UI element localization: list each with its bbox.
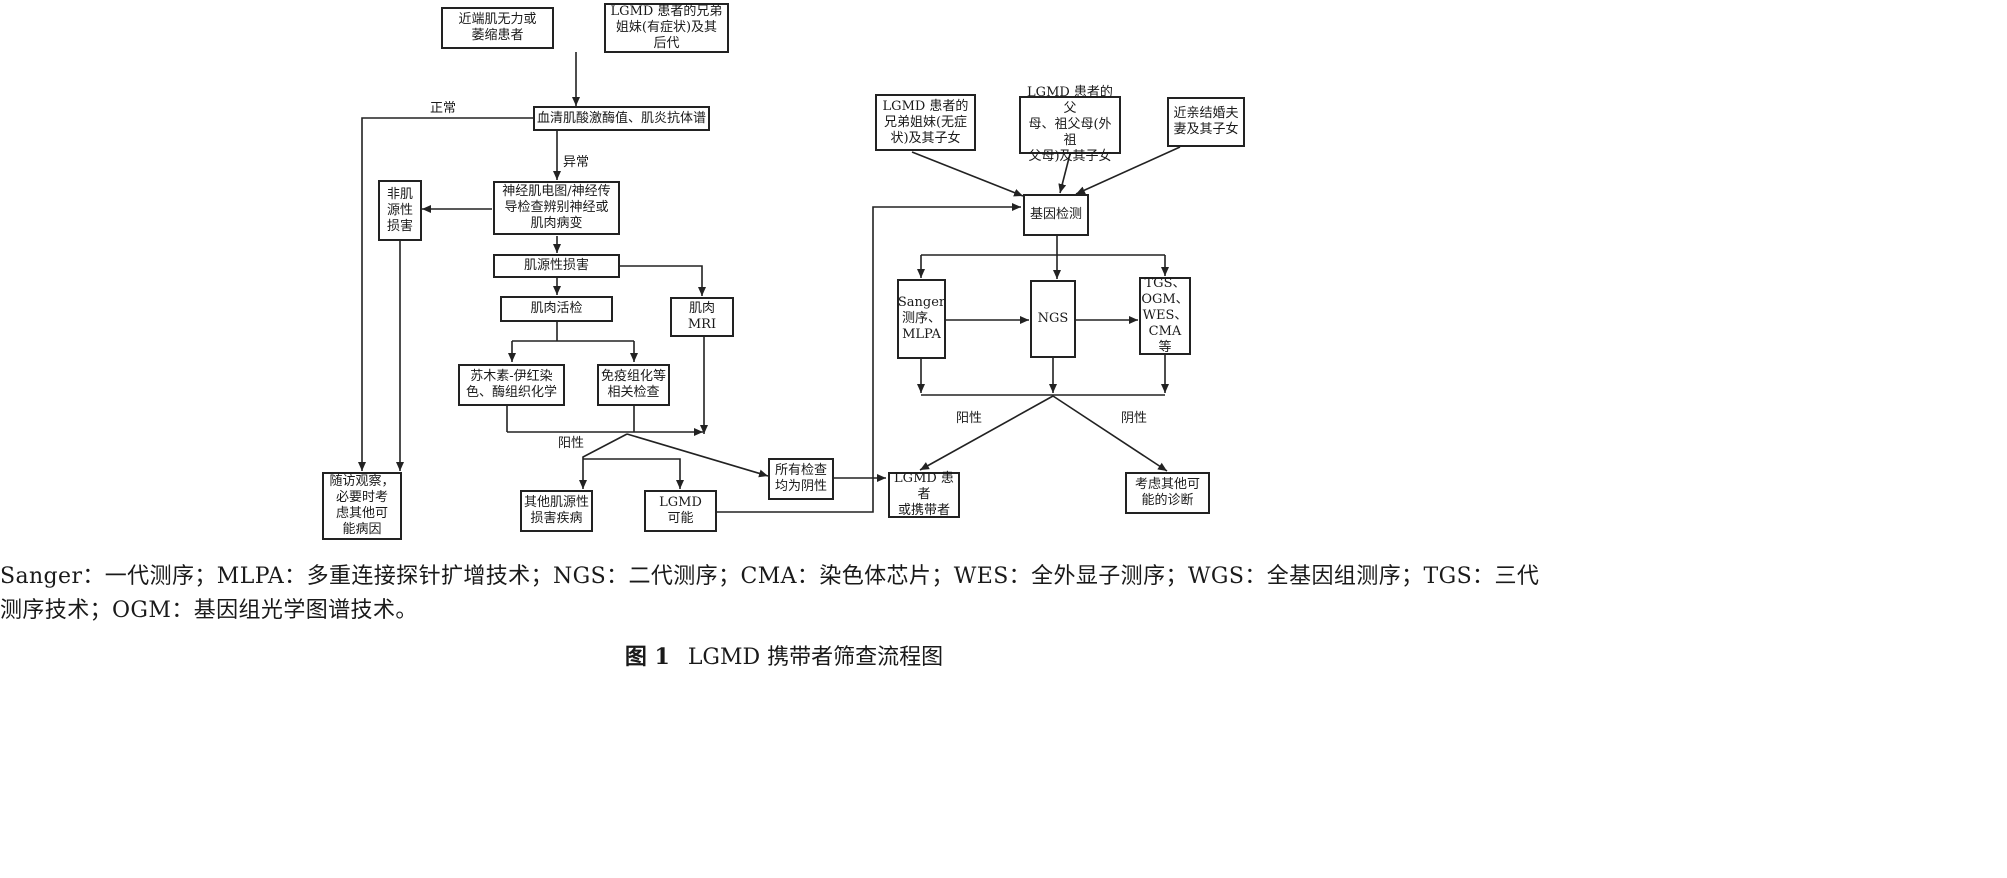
node-consanguineous: 近亲结婚夫 妻及其子女 (1167, 97, 1245, 147)
node-he-staining: 苏木素-伊红染 色、酶组织化学 (458, 364, 565, 406)
node-serum-ck: 血清肌酸激酶值、肌炎抗体谱 (533, 106, 710, 131)
node-all-negative: 所有检查 均为阴性 (768, 458, 834, 500)
arrow-to-all-negative (626, 433, 769, 478)
label-negative-right: 阴性 (1121, 411, 1148, 426)
figure-number: 图 1 (624, 644, 670, 670)
arrow-negative-to-other-diagnosis (1052, 395, 1168, 472)
node-lgmd-carrier: LGMD 患者 或携带者 (888, 471, 960, 518)
arrow-lgmd-to-gene-testing (716, 203, 1021, 513)
node-muscle-biopsy: 肌肉活检 (500, 296, 613, 322)
node-immunohistochemistry: 免疫组化等 相关检查 (597, 364, 670, 406)
node-asymptomatic-siblings: LGMD 患者的 兄弟姐妹(无症 状)及其子女 (875, 94, 976, 151)
node-other-myogenic: 其他肌源性 损害疾病 (520, 490, 593, 532)
flowchart-connectors (358, 52, 1181, 513)
node-follow-up: 随访观察， 必要时考 虑其他可 能病因 (322, 472, 402, 540)
arrow-positive-to-other-myogenic (579, 433, 628, 489)
arrow-positive-to-lgmd (583, 458, 684, 489)
node-sanger-mlpa: Sanger 测序、 MLPA (897, 279, 946, 359)
arrow-parents-to-gene (1058, 153, 1071, 194)
node-tgs-ogm-wes-cma: TGS、 OGM、 WES、 CMA 等 (1139, 276, 1191, 355)
node-proximal-weakness: 近端肌无力或 萎缩患者 (441, 7, 554, 49)
node-lgmd-possible: LGMD 可能 (644, 490, 717, 532)
node-emg-ncs: 神经肌电图/神经传 导检查辨别神经或 肌肉病变 (493, 181, 620, 235)
node-ngs: NGS (1030, 280, 1076, 358)
label-positive-left: 阳性 (558, 436, 585, 451)
node-non-myogenic: 非肌 源性 损害 (378, 180, 422, 241)
arrow-myogenic-to-mri (620, 265, 706, 296)
label-positive-right: 阳性 (956, 411, 983, 426)
arrow-positive-to-carrier (919, 395, 1054, 471)
figure-title: LGMD 携带者筛查流程图 (687, 645, 944, 670)
label-abnormal: 异常 (563, 155, 590, 170)
arrow-consanguineous-to-gene (1075, 146, 1181, 195)
node-other-diagnosis: 考虑其他可 能的诊断 (1125, 472, 1210, 514)
node-parents: LGMD 患者的父 母、祖父母(外祖 父母)及其子女 (1019, 85, 1121, 164)
figure-caption: 图 1 LGMD 携带者筛查流程图 (0, 643, 1568, 672)
node-symptomatic-siblings: LGMD 患者的兄弟 姐妹(有症状)及其 后代 (604, 3, 729, 53)
node-gene-testing: 基因检测 (1023, 194, 1089, 236)
label-normal: 正常 (430, 101, 457, 116)
arrow-asymptomatic-to-gene (911, 151, 1024, 197)
arrow-normal-to-follow-up (358, 117, 533, 471)
node-muscle-mri: 肌肉 MRI (670, 297, 734, 337)
abbreviation-legend: Sanger：一代测序；MLPA：多重连接探针扩增技术；NGS：二代测序；CMA… (0, 564, 1540, 623)
flowchart: 近端肌无力或 萎缩患者 LGMD 患者的兄弟 姐妹(有症状)及其 后代 血清肌酸… (0, 0, 1568, 540)
node-myogenic: 肌源性损害 (493, 254, 620, 278)
